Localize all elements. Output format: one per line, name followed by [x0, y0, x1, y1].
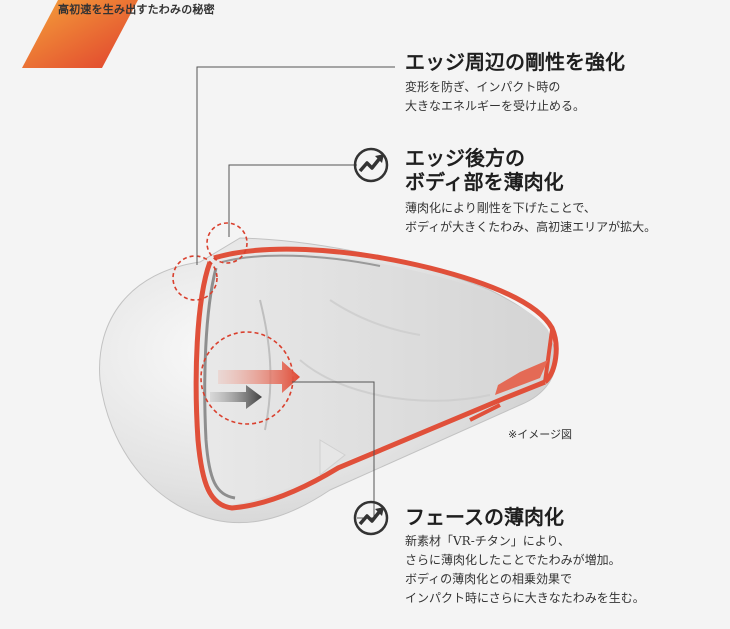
red-force-arrow	[218, 361, 300, 393]
edge-rigidity-body: 変形を防ぎ、インパクト時の 大きなエネルギーを受け止める。	[405, 78, 585, 116]
leader-edge	[196, 66, 395, 265]
upward-trend-arrow-icon	[353, 147, 389, 183]
ring-edge-top	[206, 222, 248, 264]
header-label: 高初速を生み出すたわみの秘密	[58, 3, 215, 16]
face-thin-line: ボディの薄肉化との相乗効果で	[405, 572, 573, 586]
dark-force-arrow	[210, 385, 262, 409]
body-thin-title-line: ボディ部を薄肉化	[405, 170, 564, 194]
edge-rigidity-line: 変形を防ぎ、インパクト時の	[405, 80, 561, 94]
face-thin-line: 新素材「VR-チタン」により、	[405, 534, 571, 548]
face-thin-body: 新素材「VR-チタン」により、 さらに薄肉化したことでたわみが増加。 ボディの薄…	[405, 532, 645, 608]
body-thin-line: 薄肉化により剛性を下げたことで、	[405, 201, 596, 215]
face-thin-line: インパクト時にさらに大きなたわみを生む。	[405, 591, 645, 605]
cutaway-interior	[193, 253, 552, 506]
header-stripe	[22, 0, 138, 68]
edge-rigidity-line: 大きなエネルギーを受け止める。	[405, 99, 586, 113]
face-thin-line: さらに薄肉化したことでたわみが増加。	[405, 553, 621, 567]
upward-trend-arrow-icon	[353, 500, 389, 536]
image-note: ※イメージ図	[508, 428, 572, 441]
body-thin-line: ボディが大きくたわみ、高初速エリアが拡大。	[405, 220, 657, 234]
section-outline-red	[213, 246, 559, 384]
ring-edge-side	[172, 255, 218, 301]
edge-rigidity-title: エッジ周辺の剛性を強化	[405, 50, 625, 74]
body-thin-title: エッジ後方の ボディ部を薄肉化	[405, 146, 564, 194]
face-thin-title: フェースの薄肉化	[405, 505, 564, 529]
body-thin-body: 薄肉化により剛性を下げたことで、 ボディが大きくたわみ、高初速エリアが拡大。	[405, 199, 656, 237]
body-thin-title-line: エッジ後方の	[405, 146, 525, 170]
leader-body	[228, 164, 357, 237]
